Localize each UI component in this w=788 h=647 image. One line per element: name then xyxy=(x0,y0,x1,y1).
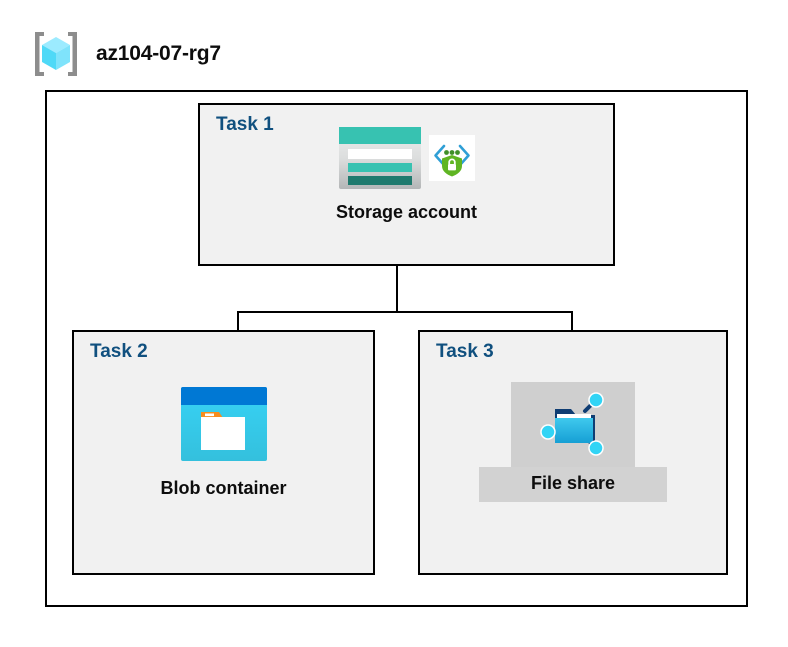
storage-icon-row xyxy=(338,127,475,194)
task-2-box[interactable]: Task 2 xyxy=(72,330,375,575)
storage-account-node[interactable]: Storage account xyxy=(200,127,613,223)
storage-account-caption: Storage account xyxy=(335,202,478,222)
file-share-icon xyxy=(537,387,609,464)
storage-account-icon xyxy=(338,127,421,194)
task-1-label: Task 1 xyxy=(216,114,274,135)
file-share-node[interactable]: File share xyxy=(420,382,726,502)
blob-container-caption: Blob container xyxy=(160,478,287,498)
task-3-box[interactable]: Task 3 xyxy=(418,330,728,575)
task-3-label: Task 3 xyxy=(436,341,494,362)
resource-group-header: az104-07-rg7 xyxy=(30,28,221,80)
secure-endpoint-shield-icon xyxy=(428,135,475,186)
file-share-caption: File share xyxy=(530,473,616,493)
task-2-label: Task 2 xyxy=(90,341,148,362)
task-1-box[interactable]: Task 1 xyxy=(198,103,615,266)
connector-horizontal-bus xyxy=(237,311,573,313)
blob-container-node[interactable]: Blob container xyxy=(74,387,373,499)
resource-group-icon xyxy=(30,28,82,80)
file-share-icon-plate xyxy=(511,382,635,467)
file-share-caption-plate: File share xyxy=(478,467,668,502)
resource-group-title: az104-07-rg7 xyxy=(96,42,221,65)
connector-task1-trunk xyxy=(396,266,398,313)
blob-container-icon xyxy=(180,387,267,466)
